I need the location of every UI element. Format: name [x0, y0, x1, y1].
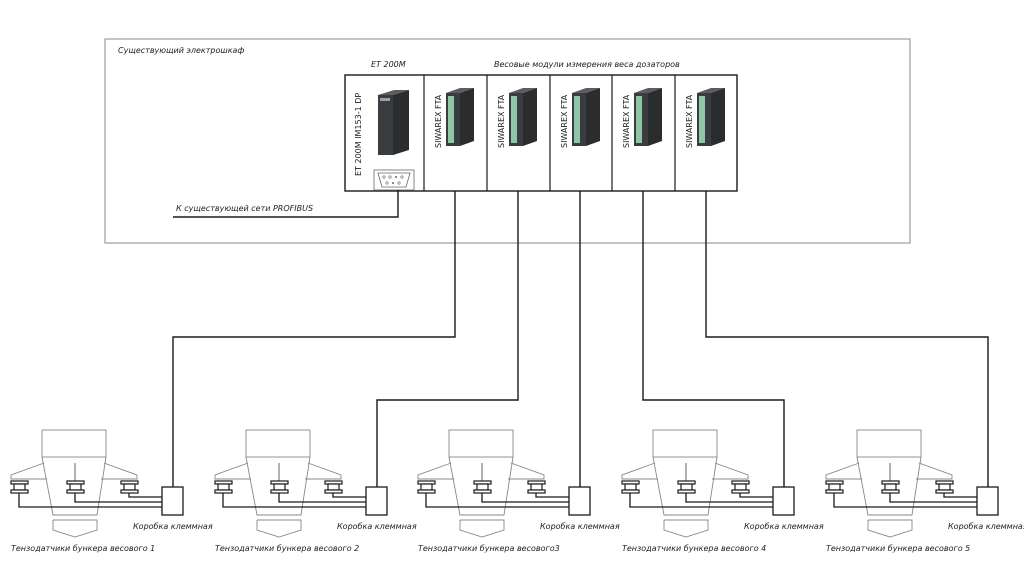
profibus-label: К существующей сети PROFIBUS: [176, 204, 313, 213]
weighing-module-4: SIWAREX FTA: [622, 88, 662, 148]
hopper-drawing: [825, 429, 999, 538]
junction-box-label: Коробка клеммная: [744, 522, 824, 531]
weighing-module-5: SIWAREX FTA: [685, 88, 725, 148]
hopper-drawing: [10, 429, 184, 538]
junction-box-label: Коробка клеммная: [948, 522, 1024, 531]
modules-heading: Весовые модули измерения веса дозаторов: [494, 60, 680, 69]
cabinet-outline: [104, 38, 911, 244]
hopper-caption: Тензодатчики бункера весового 4: [622, 544, 766, 553]
im153-module-icon: [378, 90, 409, 155]
hopper-caption: Тензодатчики бункера весового 5: [826, 544, 970, 553]
hopper-4: Коробка клеммная Тензодатчики бункера ве…: [621, 429, 824, 553]
siwarex-module-icon: [572, 88, 600, 146]
interface-module-slot: ET 200M IM153-1 DP: [354, 90, 415, 191]
cable-5: [705, 191, 989, 487]
hopper-3: Коробка клеммная Тензодатчики бункера ве…: [417, 429, 620, 553]
weighing-module-3: SIWAREX FTA: [560, 88, 600, 148]
weighing-module-label: SIWAREX FTA: [434, 94, 443, 148]
et200m-heading: ET 200M: [371, 60, 406, 69]
weighing-module-label: SIWAREX FTA: [560, 94, 569, 148]
cable-1: [172, 191, 456, 487]
profibus-cable: [173, 190, 399, 218]
hopper-2: Коробка клеммная Тензодатчики бункера ве…: [214, 429, 417, 553]
interface-module-label: ET 200M IM153-1 DP: [354, 93, 363, 176]
weighing-module-label: SIWAREX FTA: [497, 94, 506, 148]
hopper-drawing: [417, 429, 591, 538]
hopper-5: Коробка клеммная Тензодатчики бункера ве…: [825, 429, 1024, 553]
hopper-caption: Тензодатчики бункера весового 2: [215, 544, 359, 553]
weighing-module-2: SIWAREX FTA: [497, 88, 537, 148]
junction-box-label: Коробка клеммная: [133, 522, 213, 531]
weighing-module-label: SIWAREX FTA: [685, 94, 694, 148]
hopper-1: Коробка клеммная Тензодатчики бункера ве…: [10, 429, 213, 553]
cabinet-label: Существующий электрошкаф: [118, 46, 244, 55]
hopper-drawing: [621, 429, 795, 538]
cable-4: [642, 191, 785, 487]
siwarex-module-icon: [697, 88, 725, 146]
cable-2: [376, 191, 519, 487]
weighing-module-1: SIWAREX FTA: [434, 88, 474, 148]
hopper-drawing: [214, 429, 388, 538]
hopper-caption: Тензодатчики бункера весового3: [418, 544, 560, 553]
junction-box-label: Коробка клеммная: [337, 522, 417, 531]
weighing-module-label: SIWAREX FTA: [622, 94, 631, 148]
siwarex-module-icon: [446, 88, 474, 146]
db9-connector-icon: [373, 169, 415, 191]
siwarex-module-icon: [634, 88, 662, 146]
siwarex-module-icon: [509, 88, 537, 146]
hopper-caption: Тензодатчики бункера весового 1: [11, 544, 155, 553]
junction-box-label: Коробка клеммная: [540, 522, 620, 531]
